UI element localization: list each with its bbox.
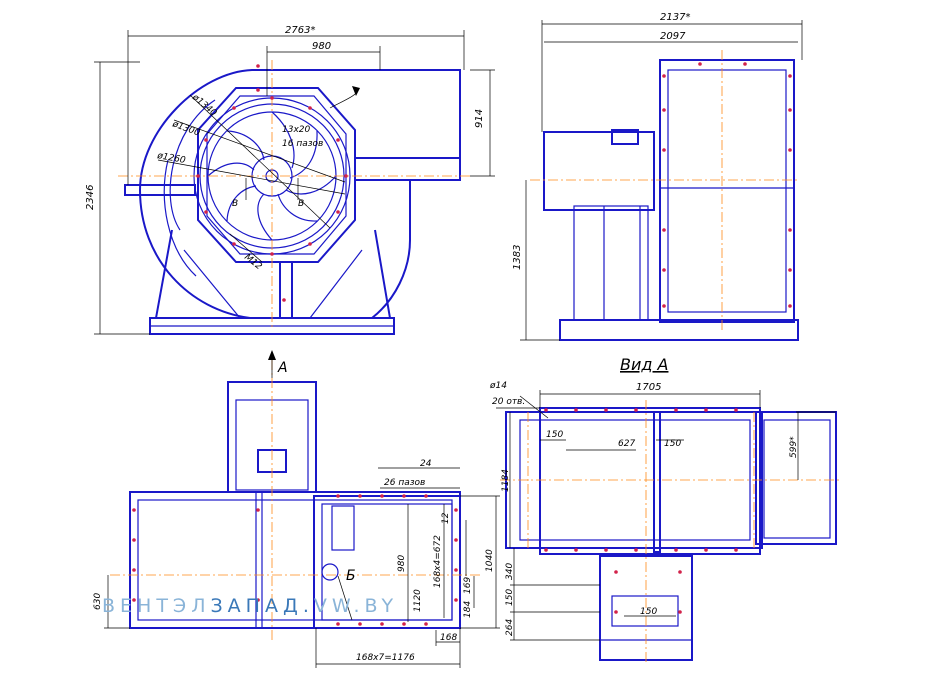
label-v-left: В — [232, 199, 238, 209]
view-a-dims: Вид А ø14 20 отв. 1705 150 627 150 599* … — [489, 355, 799, 636]
dim-d14: ø14 — [489, 381, 507, 391]
dim-168x7: 168х7=1176 — [356, 653, 415, 663]
watermark-part5: .BY — [353, 595, 398, 617]
dim-13x20: 13x20 — [282, 125, 311, 135]
plan-view — [104, 350, 500, 668]
view-a — [496, 390, 840, 664]
dim-1184: 1184 — [501, 469, 511, 492]
dim-150-left: 150 — [546, 430, 563, 440]
dim-2346: 2346 — [85, 185, 96, 210]
dim-1040: 1040 — [485, 549, 495, 572]
watermark-part2: ЗАПАД — [211, 595, 303, 617]
dim-914: 914 — [474, 109, 485, 128]
dim-1120: 1120 — [413, 589, 423, 612]
dim-16-slots: 16 пазов — [282, 139, 323, 149]
dim-26-slots: 26 пазов — [384, 478, 425, 488]
dim-2097: 2097 — [660, 31, 686, 42]
side-view — [520, 20, 803, 341]
front-view-dims: 2763* 980 914 2346 ø1340 ø1300 ø1260 13x… — [85, 25, 485, 272]
watermark-part4: VW — [314, 595, 354, 617]
dim-d1340: ø1340 — [189, 92, 218, 119]
dim-d1300: ø1300 — [170, 119, 201, 139]
dim-12: 12 — [441, 512, 451, 524]
dim-168: 168 — [440, 633, 457, 643]
dim-980-plan: 980 — [397, 555, 407, 572]
dim-150-side: 150 — [505, 589, 515, 606]
watermark: ВЕНТЭЛЗАПАД.VW.BY — [102, 595, 398, 617]
label-v-right: В — [298, 199, 304, 209]
dim-d1260: ø1260 — [155, 151, 186, 166]
dim-184: 184 — [463, 601, 473, 618]
dim-264: 264 — [505, 619, 515, 636]
dim-150-bottom: 150 — [640, 607, 657, 617]
dim-1705: 1705 — [636, 382, 661, 393]
dim-2137: 2137* — [660, 12, 690, 23]
dim-1383: 1383 — [512, 245, 523, 270]
dim-168x4: 168х4=672 — [433, 535, 443, 588]
plan-view-dims: А 24 26 пазов 12 980 1120 168х4=672 1040… — [93, 360, 495, 663]
dim-599: 599* — [789, 436, 799, 458]
dim-24: 24 — [420, 459, 432, 469]
dim-627: 627 — [618, 439, 635, 449]
dim-2763: 2763* — [285, 25, 315, 36]
dim-340: 340 — [505, 563, 515, 580]
watermark-part3: . — [303, 595, 314, 617]
dim-150-mid: 150 — [664, 439, 681, 449]
label-section-b: Б — [346, 568, 356, 584]
dim-m12: М12 — [242, 252, 264, 272]
dim-630: 630 — [93, 593, 103, 610]
label-arrow-a: А — [277, 360, 288, 376]
dim-169: 169 — [463, 577, 473, 594]
front-view — [94, 30, 495, 335]
side-view-dims: 2137* 2097 1383 — [512, 12, 690, 270]
dim-980-front: 980 — [312, 41, 331, 52]
view-a-title: Вид А — [620, 355, 668, 374]
dim-20-holes: 20 отв. — [492, 397, 525, 407]
watermark-part1: ВЕНТЭЛ — [102, 595, 211, 617]
